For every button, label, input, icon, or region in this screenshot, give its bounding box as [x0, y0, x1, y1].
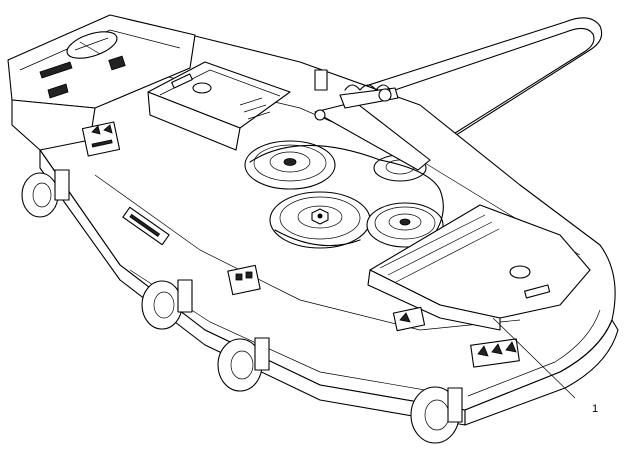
pulley-center-large	[269, 191, 371, 249]
drive-belt	[249, 144, 444, 247]
warning-decal-center	[227, 264, 261, 296]
left-end-cap	[7, 14, 196, 151]
warning-decal-right	[470, 338, 520, 368]
pulley-left-upper	[244, 140, 336, 190]
warning-decal-left	[81, 121, 121, 157]
caster-wheel-front-left	[217, 337, 270, 392]
brand-logo	[39, 31, 126, 99]
idler-arm-assembly	[314, 69, 431, 171]
lift-handle	[321, 17, 603, 159]
caster-wheel-front-right	[410, 386, 463, 444]
callout-1-label: 1	[592, 403, 598, 415]
warning-decal-front	[392, 306, 426, 332]
pulley-right	[366, 202, 444, 248]
belt-cover-right	[367, 204, 591, 331]
callout-leader-line	[492, 317, 576, 399]
belt-cover-left	[147, 61, 291, 151]
caster-wheel-rear-left	[21, 169, 70, 218]
caster-wheel-mid-left	[141, 279, 193, 330]
callout-1: 1	[492, 317, 598, 415]
model-label-decal	[122, 206, 170, 246]
